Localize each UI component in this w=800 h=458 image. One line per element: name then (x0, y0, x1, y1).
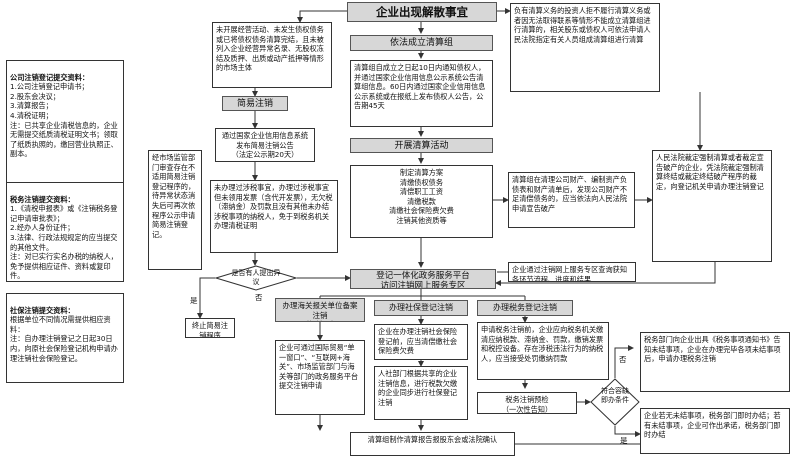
social-materials-heading: 社保注销提交资料： (10, 305, 75, 315)
tax-exempt-box: 未办理过涉税事宜，办理过涉税事宜但未领用发票（含代开发票），无欠税（滞纳金）及罚… (210, 180, 338, 253)
no-label-2: 否 (619, 355, 627, 364)
tax-dereg-box: 办理税务登记注销 (477, 300, 573, 316)
diamond-shape (215, 265, 297, 291)
customs-box: 办理海关报关单位备案注销 （如涉及） (275, 298, 365, 322)
market-review-note: 经市场监管部门审查存在不适用简易注销登记程序的，待异常状态消失后可再次依程序公示… (148, 150, 202, 270)
tax-detail-box: 申请税务注销前，企业应向税务机关缴清应纳税款、滞纳金、罚款，缴销发票和税控设备。… (477, 322, 609, 380)
objection-diamond: 是否有人提出异议 (215, 265, 297, 291)
final-report-box: 清算组制作清算报告报股东会或法院确认 (350, 432, 515, 456)
court-note-box: 人民法院裁定强制清算或者裁定宣告破产的企业，凭法院裁定强制清算终结或裁定终结破产… (652, 150, 772, 262)
social-materials-list: 根据单位不同情况需提供相应资料： 注：自办理注销登记之日起30日内，向原社会保险… (10, 315, 118, 363)
social-detail-box-1: 企业在办理注销社会保险登记前，应当清偿缴社会保险费欠费 (374, 324, 468, 360)
platform-box: 登记一体化政务服务平台 访问注销网上服务专区 (350, 269, 496, 289)
platform-note-box: 企业通过注销网上服务专区查询获知各环节流程、进度和结果 (508, 262, 636, 282)
tax-instant-box: 企业若无未结事项，税务部门即时办结；若有未结事项，企业可作出承诺，税务部门即时办… (640, 408, 790, 454)
customs-detail-box: 企业可通过国际贸易“单一窗口”、“互联网+海关”、市场监管部门与海关等部门的政务… (275, 340, 365, 415)
company-materials-list: 1.公司注销登记申请书； 2.股东会决议； 3.清算报告； 4.清税证明； 注：… (10, 82, 118, 159)
simple-eligibility-box: 未开展经营活动、未发生债权债务或已将债权债务清算完结，且未被列入企业经营异常名录… (212, 22, 332, 88)
meets-condition-diamond: 符合容缺即办条件 (590, 378, 640, 426)
social-materials-panel: 社保注销提交资料：根据单位不同情况需提供相应资料： 注：自办理注销登记之日起30… (6, 293, 124, 383)
terminate-simple-box: 终止简易注销程序 (185, 318, 235, 338)
creditor-note-box: 负有清算义务的投资人拒不履行清算义务或者因无法取得联系等情形不能成立清算组进行清… (510, 3, 660, 92)
liquidation-tasks-box: 制定清算方案 清缴债权债务 清偿职工工资 清缴税款 清缴社会保险费欠费 注销其他… (350, 165, 493, 238)
yes-label: 是 (190, 296, 198, 305)
social-detail-box-2: 人社部门根据共享的企业注销信息，进行税款欠缴的企业同步进行社保登记注销 (374, 366, 468, 420)
form-group-box: 依法成立清算组 (350, 35, 493, 51)
tax-materials-panel: 税务注销提交资料：1.《清税申报表》或《注销税务登记申请审批表》； 2.经办人身… (6, 182, 124, 282)
social-dereg-box: 办理社保登记注销 (374, 300, 468, 316)
start-liquidation-box: 开展清算活动 (350, 138, 493, 153)
simple-dereg-box: 简易注销 (222, 96, 288, 111)
simple-notice-box: 通过国家企业信用信息系统发布简易注销公告 （法定公示期20天） (215, 128, 315, 162)
diamond-shape-2 (590, 378, 640, 426)
no-label: 否 (255, 293, 263, 302)
tax-notice-box: 税务部门向企业出具《税务事项通知书》告知未结事项，企业在办理完毕各项未结事项后，… (640, 332, 790, 392)
tax-materials-heading: 税务注销提交资料： (10, 194, 75, 204)
yes-label-2: 是 (620, 436, 628, 445)
bankruptcy-note-box: 清算组在清理公司财产、编制资产负债表和财产清单后，发现公司财产不足清偿债务的，应… (508, 172, 635, 228)
company-materials-heading: 公司注销登记提交资料： (10, 72, 90, 82)
meets-condition-text: 符合容缺即办条件 (601, 387, 629, 404)
objection-question: 是否有人提出异议 (231, 269, 281, 286)
tax-materials-list: 1.《清税申报表》或《注销税务登记申请审批表》； 2.经办人身份证件； 3.法律… (10, 204, 118, 281)
tax-precheck-box: 税务注销预检 （一次性告知） (477, 392, 577, 414)
diagram-title: 企业出现解散事宜 (347, 2, 497, 22)
group-notice-box: 清算组自成立之日起10日内通知债权人，并通过国家企业信用信息公示系统公告清算组信… (350, 60, 493, 127)
